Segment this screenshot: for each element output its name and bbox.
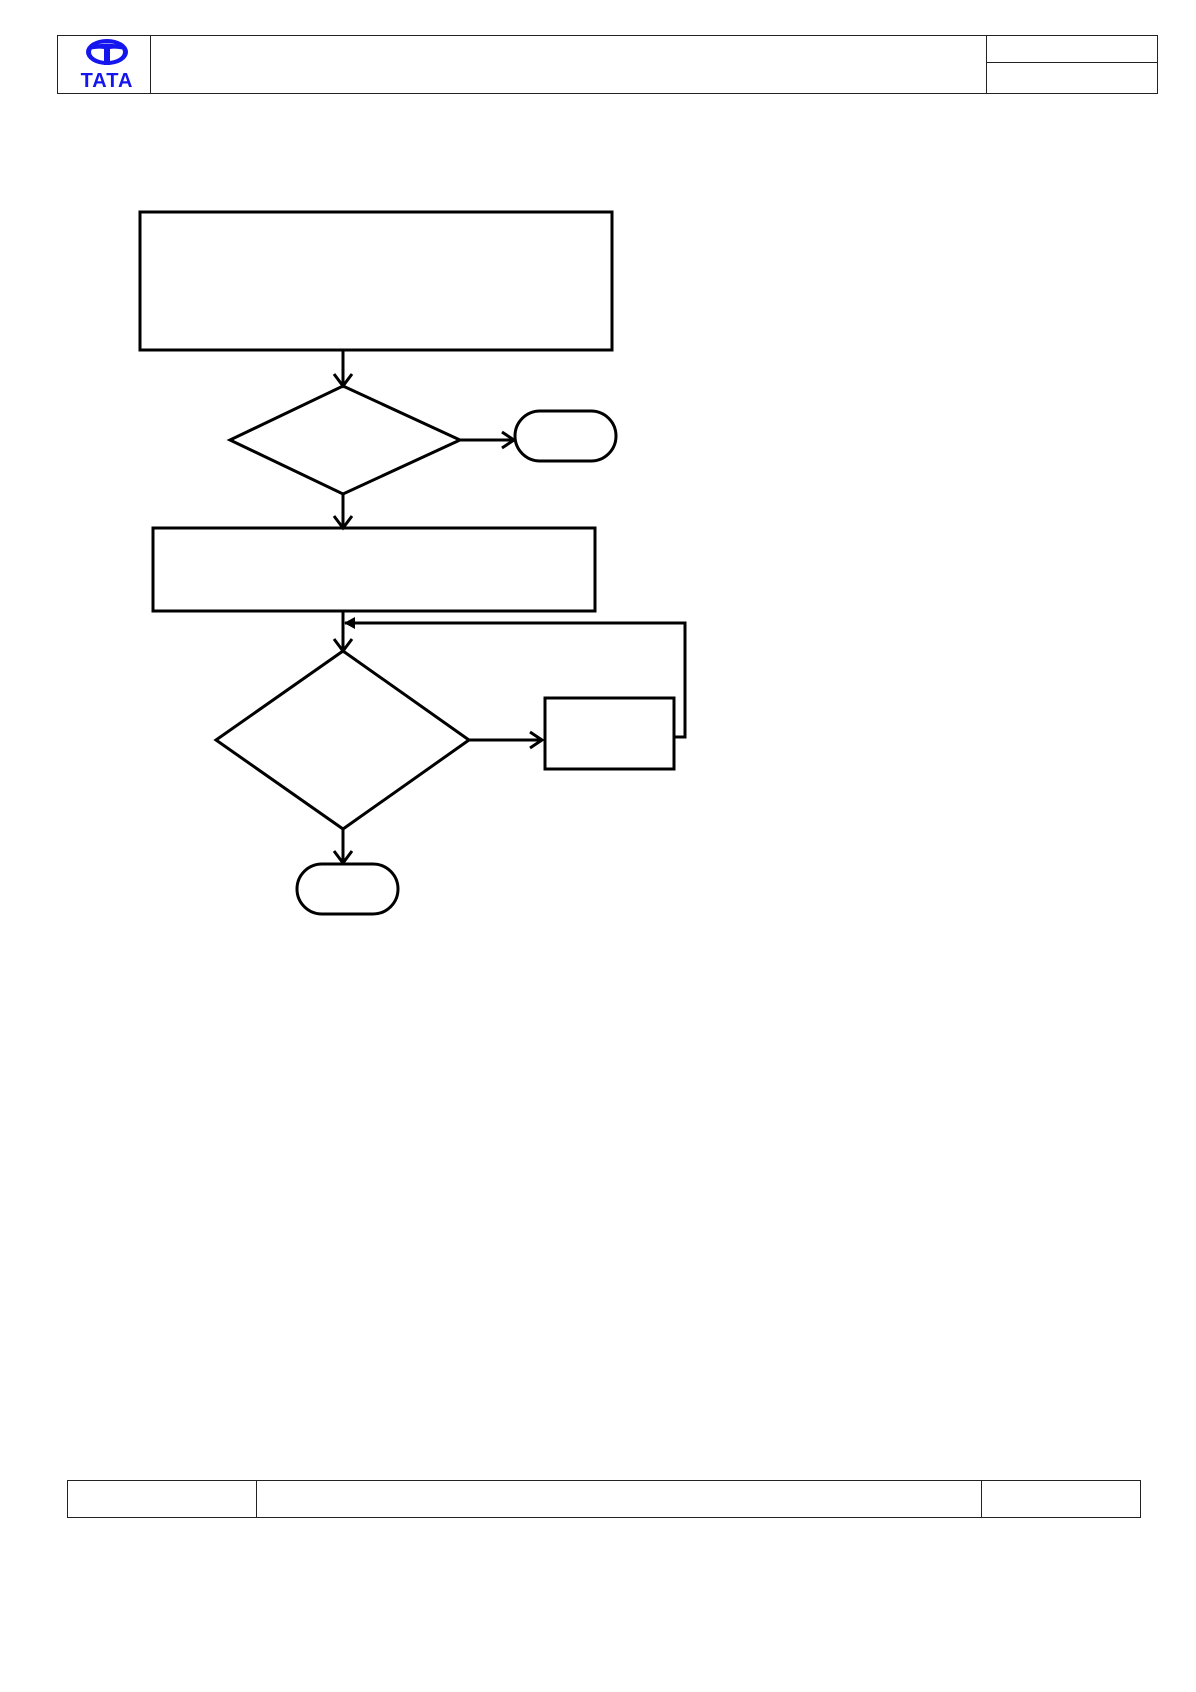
footer-right-cell [981,1481,1140,1517]
tata-wordmark: TATA [81,70,134,92]
edge-decision2-process3 [469,730,545,750]
page-footer [67,1480,1141,1518]
loop-arrowhead-icon [344,617,355,629]
footer-center-cell [257,1481,981,1517]
tata-logo: TATA [81,39,134,92]
edge-process1-decision1 [332,350,354,389]
edge-process3-loop [345,621,687,739]
tata-emblem-icon [86,39,128,65]
decision-diamond-1 [226,384,464,496]
page-header: TATA [57,35,1158,94]
process-box-1 [138,210,614,352]
process-box-3 [543,696,676,771]
terminator-1 [513,409,618,463]
process-box-2 [151,526,597,613]
decision-diamond-2 [213,649,472,831]
edge-decision2-terminator2 [332,829,354,866]
edge-decision1-terminator1 [460,430,517,450]
edge-decision1-process2 [332,494,354,531]
logo-cell: TATA [58,36,151,93]
edge-process2-decision2 [332,611,354,654]
doc-ref-cell [987,36,1157,63]
terminator-2 [295,862,400,916]
footer-left-cell [68,1481,257,1517]
header-meta [986,36,1157,93]
